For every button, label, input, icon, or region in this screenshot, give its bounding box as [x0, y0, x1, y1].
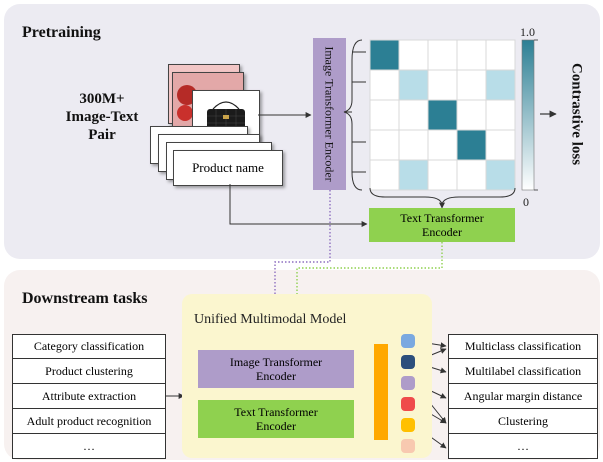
pretrain-text-encoder-line-1: Text Transformer	[400, 211, 484, 225]
downstream-image-encoder: Image Transformer Encoder	[198, 350, 354, 388]
matrix-cell	[398, 159, 429, 191]
matrix-cell	[369, 159, 400, 191]
text-to-encoder-arrow	[229, 184, 368, 227]
contrastive-loss-label: Contrastive loss	[568, 62, 585, 166]
head-item: Angular margin distance	[448, 384, 598, 409]
downstream-image-encoder-line-1: Image Transformer	[229, 355, 323, 369]
head-item: Clustering	[448, 409, 598, 434]
pretrain-text-encoder-line-2: Encoder	[422, 225, 462, 239]
downstream-title: Downstream tasks	[22, 290, 148, 307]
similarity-matrix	[369, 39, 516, 191]
head-item: Multilabel classification	[448, 359, 598, 384]
colorbar-max-label: 1.0	[520, 25, 535, 39]
downstream-image-encoder-line-2: Encoder	[256, 369, 296, 383]
head-item: Multiclass classification	[448, 334, 598, 359]
embedding-dot	[401, 397, 415, 411]
matrix-cell	[456, 129, 487, 161]
matrix-cell	[398, 129, 429, 161]
colorbar-min-label: 0	[523, 195, 529, 209]
task-item: Category classification	[12, 334, 166, 359]
data-source-label: 300M+ Image-Text Pair	[52, 90, 152, 144]
pretrain-text-encoder: Text Transformer Encoder	[369, 208, 515, 242]
matrix-cell	[398, 99, 429, 131]
embedding-dot	[401, 439, 415, 453]
product-name-card: Product name	[173, 150, 283, 186]
task-item: Adult product recognition	[12, 409, 166, 434]
downstream-text-encoder-line-1: Text Transformer	[234, 405, 318, 419]
matrix-cell	[398, 39, 429, 71]
matrix-cell	[485, 99, 516, 131]
matrix-cell	[456, 39, 487, 71]
task-item: Product clustering	[12, 359, 166, 384]
embedding-dot	[401, 376, 415, 390]
matrix-cell	[456, 159, 487, 191]
matrix-cell	[456, 69, 487, 101]
embedding-bar	[374, 344, 388, 440]
pretrain-image-encoder: Image Transformer Encoder	[313, 38, 346, 190]
embedding-dot	[401, 334, 415, 348]
matrix-cell	[369, 69, 400, 101]
matrix-cell	[398, 69, 429, 101]
downstream-text-encoder: Text Transformer Encoder	[198, 400, 354, 438]
colorbar	[521, 39, 535, 191]
matrix-cell	[427, 39, 458, 71]
matrix-cell	[485, 159, 516, 191]
matrix-cell	[485, 129, 516, 161]
data-source-line-2: Image-Text	[65, 109, 139, 125]
matrix-cell	[485, 39, 516, 71]
unified-model-title: Unified Multimodal Model	[194, 312, 347, 327]
left-brace	[343, 39, 363, 191]
embedding-dot	[401, 355, 415, 369]
matrix-cell	[369, 129, 400, 161]
matrix-cell	[427, 69, 458, 101]
pretraining-title: Pretraining	[22, 24, 101, 41]
matrix-cell	[456, 99, 487, 131]
data-source-line-3: Pair	[88, 127, 116, 143]
matrix-cell	[427, 129, 458, 161]
matrix-cell	[427, 99, 458, 131]
data-source-line-1: 300M+	[79, 91, 125, 107]
matrix-cell	[369, 39, 400, 71]
embedding-dot	[401, 418, 415, 432]
matrix-cell	[485, 69, 516, 101]
downstream-text-encoder-line-2: Encoder	[256, 419, 296, 433]
matrix-cell	[369, 99, 400, 131]
matrix-cell	[427, 159, 458, 191]
task-item: Attribute extraction	[12, 384, 166, 409]
head-item: …	[448, 434, 598, 459]
image-encoder-weight-transfer	[270, 190, 331, 349]
task-item: …	[12, 434, 166, 459]
